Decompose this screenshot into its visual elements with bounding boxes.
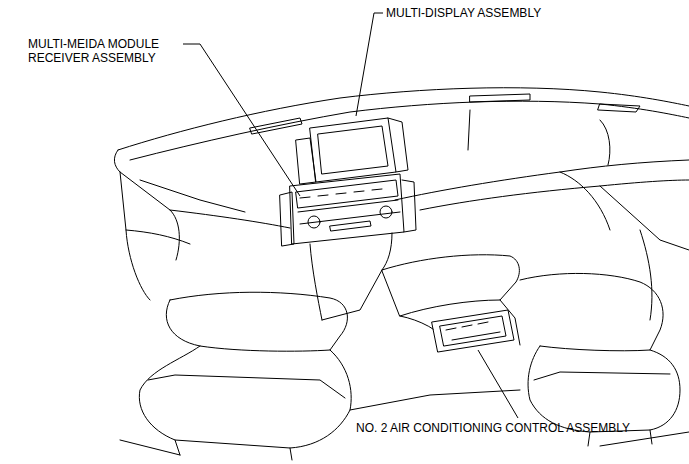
leader-lines [183, 13, 518, 418]
part-label: MULTI-MEIDA MODULE RECEIVER ASSEMBLY [28, 37, 180, 65]
part-label: NO. 2 AIR CONDITIONING CONTROL ASSEMBLY [356, 421, 682, 435]
part-label: MULTI-DISPLAY ASSEMBLY [386, 6, 586, 20]
